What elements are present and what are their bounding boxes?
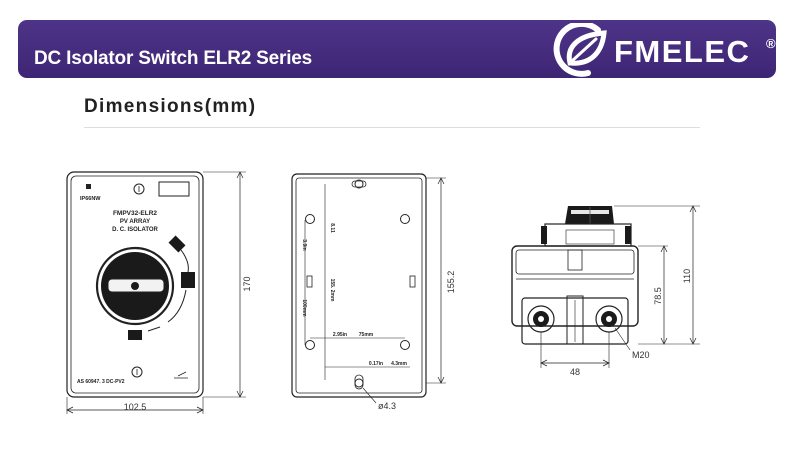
back-horizontal-mm: 75mm bbox=[359, 332, 374, 338]
front-width-dimension: 102.5 bbox=[124, 402, 147, 412]
section-title: Dimensions(mm) bbox=[84, 96, 257, 117]
side-body-height-dimension: 78.5 bbox=[653, 287, 663, 305]
back-view bbox=[291, 173, 446, 404]
front-height-dimension: 170 bbox=[242, 276, 252, 291]
brand-name: FMELEC bbox=[614, 34, 751, 69]
ip-rating-label: IP66NW bbox=[80, 196, 101, 202]
side-height-dimension: 110 bbox=[682, 269, 692, 283]
hole-diameter-label: ø4.3 bbox=[378, 401, 396, 411]
back-left-upper-dimension: 3.9in bbox=[301, 239, 307, 250]
brand-logo-icon bbox=[546, 20, 612, 84]
back-slot-in: 0.17in bbox=[369, 361, 383, 367]
back-mid-dimension: 155. 2mm bbox=[329, 279, 335, 302]
model-label: FMPV32-ELR2 bbox=[113, 210, 157, 217]
section-divider bbox=[84, 127, 700, 128]
side-view bbox=[511, 205, 700, 368]
front-view bbox=[66, 171, 246, 414]
page-title: DC Isolator Switch ELR2 Series bbox=[34, 48, 313, 69]
gland-spacing-dimension: 48 bbox=[570, 367, 580, 377]
header-banner: DC Isolator Switch ELR2 Series FMELEC ® bbox=[18, 20, 776, 78]
pv-array-label: PV ARRAY bbox=[120, 219, 150, 225]
registered-mark: ® bbox=[766, 36, 776, 51]
back-horizontal-in: 2.95in bbox=[333, 332, 347, 338]
gland-size-label: M20 bbox=[632, 350, 650, 360]
standard-label: AS 60947. 3 DC-PV2 bbox=[77, 379, 125, 385]
dc-isolator-label: D. C. ISOLATOR bbox=[112, 227, 158, 233]
back-left-lower-dimension: 100mm bbox=[301, 299, 307, 317]
back-slot-mm: 4.3mm bbox=[391, 361, 407, 367]
back-height-dimension: 155.2 bbox=[446, 271, 456, 294]
back-top-dimension: 8.11 bbox=[329, 223, 335, 233]
